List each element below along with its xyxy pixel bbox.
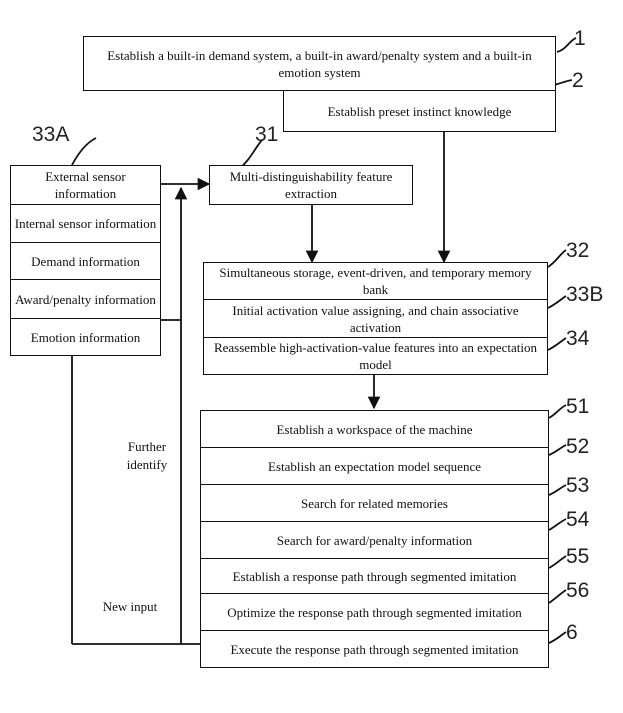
ref-56: 56 [566, 579, 590, 602]
ref-53: 53 [566, 474, 590, 497]
box-54-label: Search for award/penalty information [276, 532, 473, 548]
ref-31: 31 [255, 123, 279, 146]
leader-55 [548, 555, 567, 569]
ref-34: 34 [566, 327, 590, 350]
ref-51: 51 [566, 395, 590, 418]
ref-55: 55 [566, 545, 590, 568]
box-56-label: Optimize the response path through segme… [227, 604, 522, 620]
info-internal-sensor: Internal sensor information [10, 204, 161, 243]
ref-32: 32 [566, 239, 590, 262]
leader-51 [548, 404, 567, 419]
info-emotion: Emotion information [10, 318, 161, 356]
leader-6 [548, 631, 567, 644]
box-53-label: Search for related memories [301, 495, 448, 511]
info-external-sensor: External sensor information [10, 165, 161, 205]
info-award-penalty-label: Award/penalty information [15, 291, 156, 307]
box-2-label: Establish preset instinct knowledge [327, 103, 512, 119]
box-32-memory-bank: Simultaneous storage, event-driven, and … [203, 262, 548, 300]
info-emotion-label: Emotion information [30, 329, 141, 345]
leader-54 [548, 518, 567, 531]
ref-54: 54 [566, 508, 590, 531]
leader-32 [547, 249, 567, 268]
box-52-model-sequence: Establish an expectation model sequence [200, 447, 549, 485]
box-6-label: Execute the response path through segmen… [230, 641, 519, 657]
box-31-feature-extraction: Multi-distinguishability feature extract… [209, 165, 413, 205]
box-34-expectation-model: Reassemble high-activation-value feature… [203, 337, 548, 375]
box-55-label: Establish a response path through segmen… [232, 568, 517, 584]
leader-53 [548, 484, 567, 496]
box-2-instinct-knowledge: Establish preset instinct knowledge [283, 90, 556, 132]
box-32-label: Simultaneous storage, event-driven, and … [219, 265, 532, 297]
box-53-related-memories: Search for related memories [200, 484, 549, 522]
info-internal-sensor-label: Internal sensor information [14, 216, 157, 231]
box-51-label: Establish a workspace of the machine [276, 421, 473, 437]
box-54-award-penalty-search: Search for award/penalty information [200, 521, 549, 559]
box-1-label: Establish a built-in demand system, a bu… [107, 47, 532, 80]
ref-52: 52 [566, 435, 590, 458]
ref-6: 6 [566, 621, 578, 644]
info-demand-label: Demand information [31, 253, 140, 269]
box-31-label: Multi-distinguishability feature extract… [229, 169, 393, 201]
leader-52 [548, 444, 567, 456]
leader-56 [548, 589, 567, 604]
box-55-response-path: Establish a response path through segmen… [200, 558, 549, 594]
ref-33b: 33B [566, 283, 604, 306]
ref-2: 2 [572, 69, 584, 92]
ref-33a: 33A [32, 123, 70, 146]
box-56-optimize-path: Optimize the response path through segme… [200, 593, 549, 631]
leader-34 [547, 337, 567, 351]
info-demand: Demand information [10, 242, 161, 280]
box-51-workspace: Establish a workspace of the machine [200, 410, 549, 448]
note-further-identify: Further identify [126, 439, 168, 472]
note-new-input: New input [102, 599, 158, 614]
leader-1 [556, 37, 577, 53]
info-external-sensor-label: External sensor information [45, 169, 126, 201]
info-award-penalty: Award/penalty information [10, 279, 161, 319]
leader-33a [71, 137, 97, 166]
box-33b-label: Initial activation value assigning, and … [232, 302, 519, 335]
box-1-builtin-systems: Establish a built-in demand system, a bu… [83, 36, 556, 91]
ref-1: 1 [574, 27, 586, 50]
box-33b-activation: Initial activation value assigning, and … [203, 299, 548, 338]
box-6-execute-path: Execute the response path through segmen… [200, 630, 549, 668]
leader-33b [547, 295, 567, 309]
box-34-label: Reassemble high-activation-value feature… [213, 340, 538, 372]
box-52-label: Establish an expectation model sequence [268, 458, 481, 474]
